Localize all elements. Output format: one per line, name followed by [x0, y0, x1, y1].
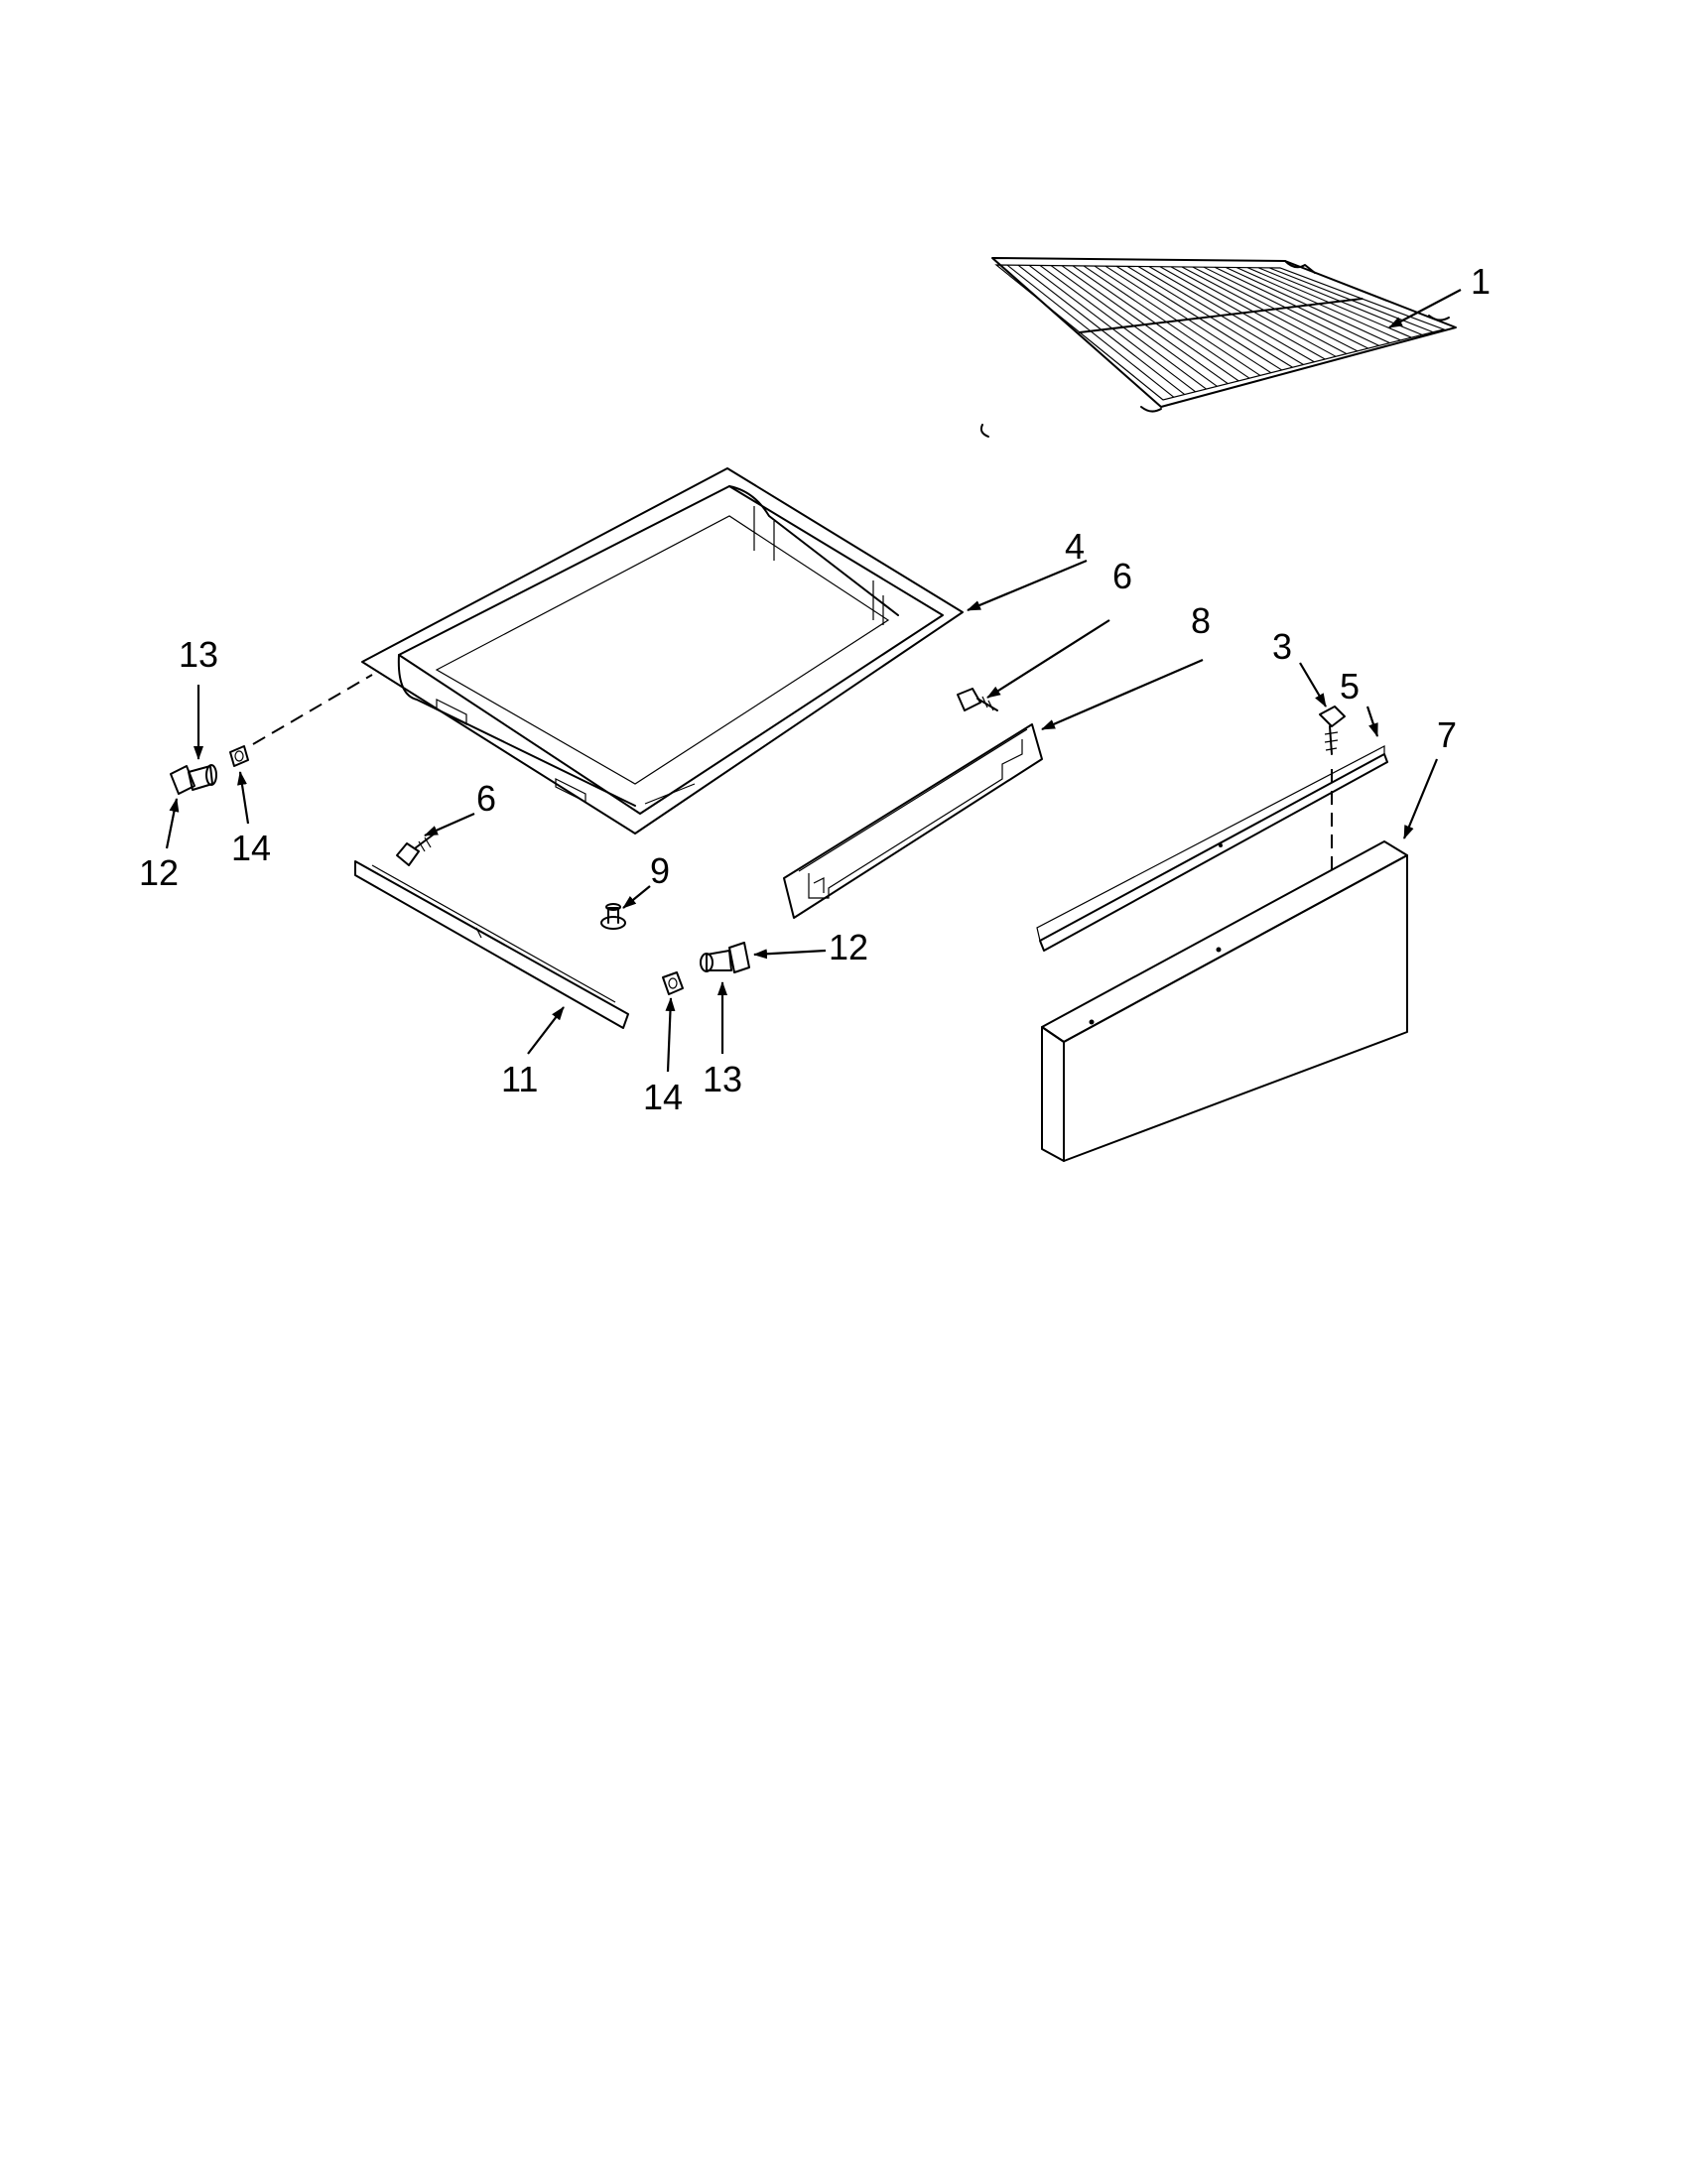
callout-1: 1	[1471, 261, 1491, 302]
callout-14-right: 14	[643, 1077, 683, 1117]
callout-8: 8	[1191, 600, 1211, 641]
drawer-rear-panel-part	[783, 723, 1043, 919]
alignment-line-left	[252, 674, 373, 745]
drawer-slide-rail-part	[354, 860, 629, 1029]
leader-arrows	[165, 289, 1462, 1073]
callout-9: 9	[650, 850, 670, 891]
callout-4: 4	[1065, 526, 1085, 567]
screw-6-lower-part	[396, 833, 436, 866]
callout-7: 7	[1437, 714, 1457, 755]
roller-12-13-right-part	[700, 942, 750, 973]
roller-12-13-left-part	[170, 764, 217, 795]
drawer-front-panel-part	[1041, 840, 1408, 1162]
rack-support-bar	[1079, 298, 1363, 333]
drawer-trim-strip-part	[1036, 745, 1388, 952]
screw-3-part	[1319, 706, 1346, 755]
callout-13-left: 13	[179, 634, 218, 675]
callout-11: 11	[501, 1059, 538, 1099]
callout-13-right: 13	[703, 1059, 742, 1099]
callout-5: 5	[1340, 666, 1360, 707]
oven-rack-part	[979, 257, 1457, 438]
nut-14-left-part	[229, 745, 249, 767]
callout-3: 3	[1272, 626, 1292, 667]
callout-14-left: 14	[231, 828, 271, 868]
callout-6-upper: 6	[1112, 556, 1132, 596]
callout-6-lower: 6	[476, 778, 496, 819]
screw-6-upper-part	[957, 688, 998, 711]
callout-12-left: 12	[139, 852, 179, 893]
drawer-stop-9-part	[600, 903, 626, 930]
drawer-pan-part	[361, 467, 964, 835]
callout-12-right: 12	[829, 927, 868, 967]
nut-14-right-part	[662, 971, 684, 995]
